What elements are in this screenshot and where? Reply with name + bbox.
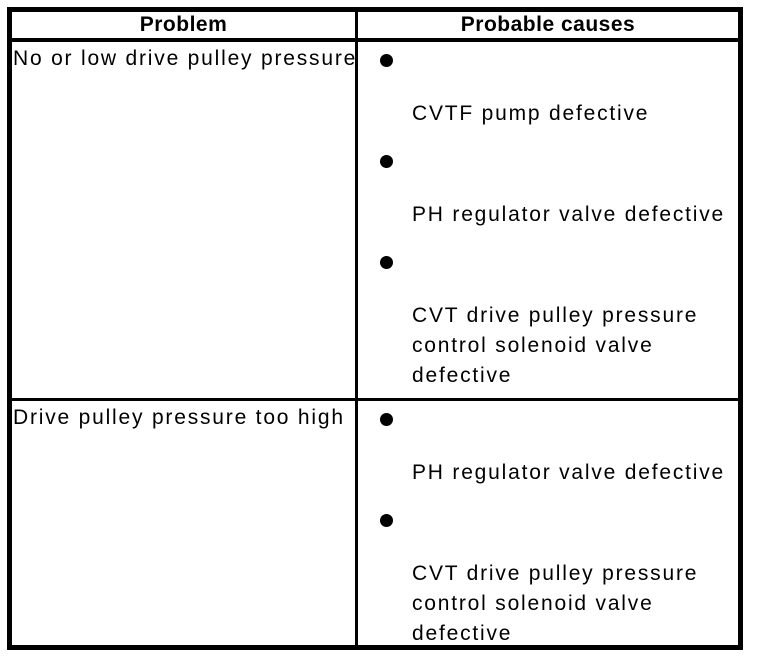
list-item: PH regulator valve defective [358, 155, 738, 230]
causes-cell: PH regulator valve defective CVT drive p… [358, 401, 738, 649]
troubleshooting-table: Problem Probable causes No or low drive … [7, 7, 743, 650]
table-header-row: Problem Probable causes [12, 12, 738, 42]
bullet-icon [380, 256, 393, 269]
table-row: Drive pulley pressure too high PH regula… [12, 401, 738, 649]
table-row: No or low drive pulley pressure CVTF pum… [12, 42, 738, 401]
list-item: CVT drive pulley pressure control soleno… [358, 514, 738, 649]
problem-cell: Drive pulley pressure too high [12, 401, 358, 649]
list-item: CVT drive pulley pressure control soleno… [358, 256, 738, 391]
column-header-probable-causes: Probable causes [460, 13, 636, 36]
cause-text: PH regulator valve defective [412, 203, 726, 226]
list-item: PH regulator valve defective [358, 413, 738, 488]
cause-text: CVTF pump defective [412, 102, 650, 125]
bullet-icon [380, 54, 393, 67]
cause-text: CVT drive pulley pressure control soleno… [412, 304, 699, 387]
column-header-problem: Problem [12, 12, 358, 38]
bullet-icon [380, 413, 393, 426]
cause-text: CVT drive pulley pressure control soleno… [412, 562, 699, 645]
list-item: CVTF pump defective [358, 54, 738, 129]
problem-cell: No or low drive pulley pressure [12, 42, 358, 398]
cause-text: PH regulator valve defective [412, 461, 726, 484]
bullet-icon [380, 155, 393, 168]
bullet-icon [380, 514, 393, 527]
causes-cell: CVTF pump defective PH regulator valve d… [358, 42, 738, 398]
